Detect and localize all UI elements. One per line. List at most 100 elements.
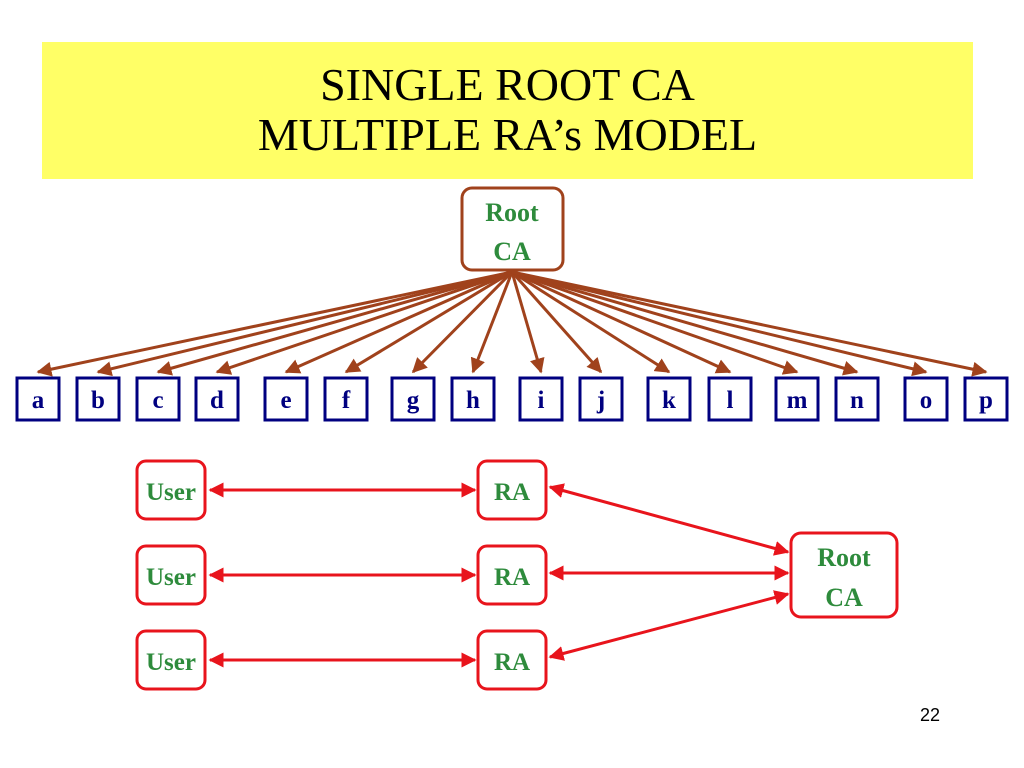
root-ca-label-line-2: CA	[493, 237, 531, 266]
ra-node-3: RA	[476, 629, 548, 691]
leaf-box-k	[646, 376, 692, 422]
leaf-label-m: m	[787, 387, 808, 414]
leaf-node-h: h	[450, 376, 496, 422]
leaf-label-j: j	[596, 387, 605, 414]
user-label-2: User	[146, 564, 196, 591]
leaf-label-a: a	[32, 387, 45, 414]
leaf-label-p: p	[979, 387, 993, 414]
tree-edge-k	[511, 270, 671, 374]
leaf-box-f	[323, 376, 369, 422]
leaf-node-c: c	[135, 376, 181, 422]
title-line-2: MULTIPLE RA’s MODEL	[257, 109, 758, 160]
leaf-node-k: k	[646, 376, 692, 422]
leaf-node-d: d	[194, 376, 240, 422]
root-ca-box	[460, 186, 565, 272]
ra-box-1	[476, 459, 548, 521]
ra-node-1: RA	[476, 459, 548, 521]
leaf-label-i: i	[538, 387, 545, 414]
leaf-box-m	[774, 376, 820, 422]
leaf-label-g: g	[407, 387, 420, 414]
user-node-2: User	[135, 544, 207, 606]
leaf-node-f: f	[323, 376, 369, 422]
user-label-1: User	[146, 479, 196, 506]
tree-edge-f	[344, 270, 513, 374]
title-line-1: SINGLE ROOT CA	[320, 59, 695, 110]
leaf-box-p	[963, 376, 1009, 422]
tree-edge-h	[470, 271, 514, 374]
user-box-2	[135, 544, 207, 606]
root-ca-node-bottom: Root CA	[789, 531, 899, 619]
leaf-box-b	[75, 376, 121, 422]
ra-model-arrows	[208, 482, 790, 668]
tree-leaves: a b c d e f g h i j k l m n o p	[15, 376, 1009, 422]
leaf-node-j: j	[578, 376, 624, 422]
leaf-node-i: i	[518, 376, 564, 422]
leaf-box-h	[450, 376, 496, 422]
leaf-node-o: o	[903, 376, 949, 422]
leaf-node-e: e	[263, 376, 309, 422]
ra-label-1: RA	[494, 479, 530, 506]
user-label-3: User	[146, 649, 196, 676]
ra-root-arrow-1	[548, 483, 790, 556]
user-node-1: User	[135, 459, 207, 521]
leaf-label-h: h	[466, 387, 480, 414]
leaf-node-m: m	[774, 376, 820, 422]
user-box-1	[135, 459, 207, 521]
root-ca-label-line-1: Root	[485, 198, 539, 227]
leaf-box-n	[834, 376, 880, 422]
tree-edge-j	[510, 271, 603, 374]
leaf-box-g	[390, 376, 436, 422]
ra-node-2: RA	[476, 544, 548, 606]
leaf-label-l: l	[727, 387, 734, 414]
leaf-label-b: b	[91, 387, 105, 414]
tree-edge-a	[36, 270, 513, 377]
leaf-label-o: o	[920, 387, 933, 414]
root-ca-bottom-label-line-1: Root	[817, 543, 871, 572]
leaf-label-c: c	[152, 387, 163, 414]
tree-edge-b	[96, 270, 513, 377]
tree-edge-d	[215, 270, 513, 375]
leaf-box-l	[707, 376, 753, 422]
leaf-node-b: b	[75, 376, 121, 422]
leaf-box-d	[194, 376, 240, 422]
page-number: 22	[920, 705, 941, 725]
ra-root-arrow-3	[548, 590, 790, 661]
leaf-box-o	[903, 376, 949, 422]
leaf-label-f: f	[342, 387, 351, 414]
leaf-node-g: g	[390, 376, 436, 422]
root-ca-box-bottom	[789, 531, 899, 619]
leaf-label-d: d	[210, 387, 224, 414]
ra-label-2: RA	[494, 564, 530, 591]
tree-edge-c	[156, 270, 513, 376]
user-box-3	[135, 629, 207, 691]
tree-edge-i	[510, 271, 545, 374]
tree-edge-g	[411, 270, 514, 374]
tree-edges	[36, 270, 988, 377]
title-banner: SINGLE ROOT CA MULTIPLE RA’s MODEL	[42, 42, 973, 179]
tree-edge-m	[511, 270, 799, 375]
leaf-box-a	[15, 376, 61, 422]
leaf-node-n: n	[834, 376, 880, 422]
user-node-3: User	[135, 629, 207, 691]
tree-edge-n	[511, 270, 859, 376]
root-ca-node-top: Root CA	[460, 186, 565, 272]
tree-edge-p	[511, 270, 988, 377]
ra-label-3: RA	[494, 649, 530, 676]
leaf-node-p: p	[963, 376, 1009, 422]
tree-edge-e	[284, 270, 513, 374]
tree-edge-o	[511, 270, 928, 377]
leaf-box-i	[518, 376, 564, 422]
leaf-box-j	[578, 376, 624, 422]
leaf-node-a: a	[15, 376, 61, 422]
leaf-label-k: k	[662, 387, 676, 414]
tree-edge-l	[511, 270, 732, 374]
root-ca-bottom-label-line-2: CA	[825, 583, 863, 612]
leaf-box-c	[135, 376, 181, 422]
leaf-box-e	[263, 376, 309, 422]
leaf-label-e: e	[280, 387, 291, 414]
ra-box-3	[476, 629, 548, 691]
leaf-label-n: n	[850, 387, 864, 414]
leaf-node-l: l	[707, 376, 753, 422]
